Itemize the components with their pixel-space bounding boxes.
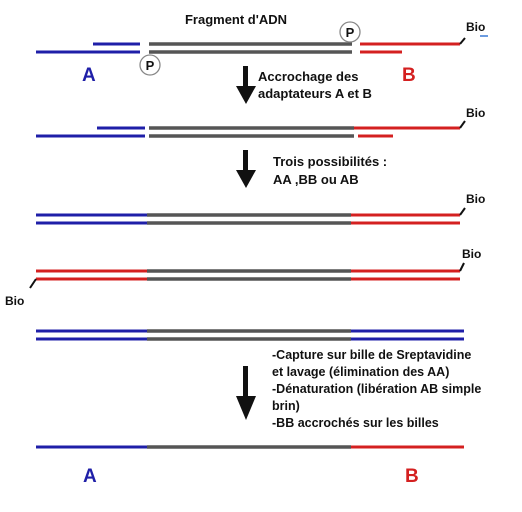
- step-1-line-1: Accrochage des: [258, 69, 358, 84]
- bio-label: Bio: [462, 247, 481, 261]
- adapter-b-label: B: [402, 65, 416, 86]
- step-3-line-4: brin): [272, 399, 300, 413]
- row-4-bb-duplex: Bio Bio: [5, 247, 481, 308]
- row-1-fragment: P P Bio: [36, 20, 488, 76]
- diagram-title: Fragment d'ADN: [185, 12, 287, 27]
- svg-text:P: P: [346, 25, 355, 40]
- phosphate-right-icon: P: [339, 21, 361, 43]
- bio-label: Bio: [466, 106, 485, 120]
- arrow-down-icon: [236, 150, 256, 188]
- bio-label: Bio: [5, 294, 24, 308]
- step-3-line-5: -BB accrochés sur les billes: [272, 416, 439, 430]
- step-3-line-1: -Capture sur bille de Sreptavidine: [272, 348, 471, 362]
- step-3-line-3: -Dénaturation (libération AB simple: [272, 382, 481, 396]
- adapter-b-label: B: [405, 466, 419, 487]
- adapter-a-label: A: [82, 65, 96, 86]
- row-3-ab-duplex: Bio: [36, 192, 485, 225]
- step-2-line-1: Trois possibilités :: [273, 154, 387, 169]
- step-2-line-2: AA ,BB ou AB: [273, 172, 359, 187]
- phosphate-left-icon: P: [139, 54, 161, 76]
- row-2-ligated: Bio: [36, 106, 485, 138]
- row-5-aa-duplex: [36, 329, 464, 341]
- step-3-line-2: et lavage (élimination des AA): [272, 365, 449, 379]
- step-1-line-2: adaptateurs A et B: [258, 86, 372, 101]
- svg-text:P: P: [146, 58, 155, 73]
- arrow-down-icon: [236, 66, 256, 104]
- arrow-down-icon: [236, 366, 256, 420]
- bio-label: Bio: [466, 192, 485, 206]
- bio-label: Bio: [466, 20, 485, 34]
- adapter-a-label: A: [83, 466, 97, 487]
